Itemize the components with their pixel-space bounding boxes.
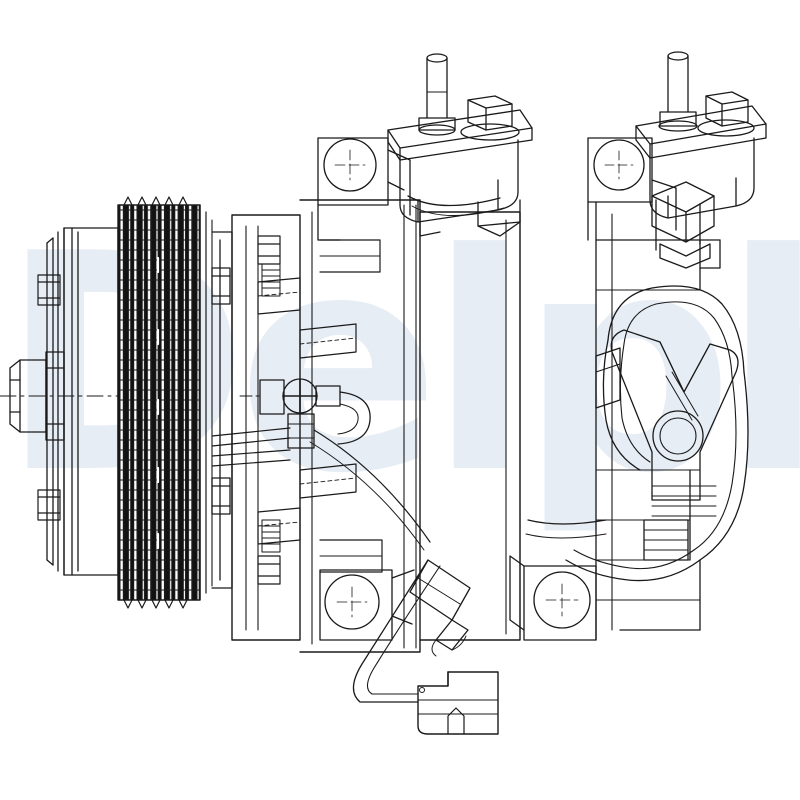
harness-wire: [309, 429, 441, 703]
port-flange: [387, 109, 533, 161]
connector-block: [409, 559, 471, 657]
front-housing: [211, 231, 233, 589]
bolt-head-left: [0, 351, 121, 441]
port-bolt: [460, 95, 520, 141]
center-screw: [239, 378, 371, 449]
mid-tube-pair: [211, 427, 291, 467]
ribbed-collar: [261, 263, 281, 553]
body-cylinder-band: [257, 277, 301, 545]
discharge-port-flange: [635, 105, 767, 159]
mount-lug-upper-right: [587, 137, 677, 241]
main-body: [231, 199, 521, 653]
control-valve: [595, 329, 739, 561]
mount-lug-upper-left: [317, 137, 411, 241]
manifold-hoses: [525, 285, 749, 582]
discharge-port-housing: [649, 137, 755, 251]
discharge-port: [658, 51, 698, 132]
suction-port-housing: [399, 139, 521, 237]
connector-plug: [417, 671, 499, 735]
clutch-plate: [46, 227, 119, 576]
discharge-port-bolt: [697, 91, 755, 137]
pulley: [117, 196, 213, 609]
clutch-plate-tabs: [37, 274, 61, 521]
hex-boss: [651, 181, 715, 269]
suction-port: [418, 53, 456, 136]
rear-head: [595, 201, 721, 641]
